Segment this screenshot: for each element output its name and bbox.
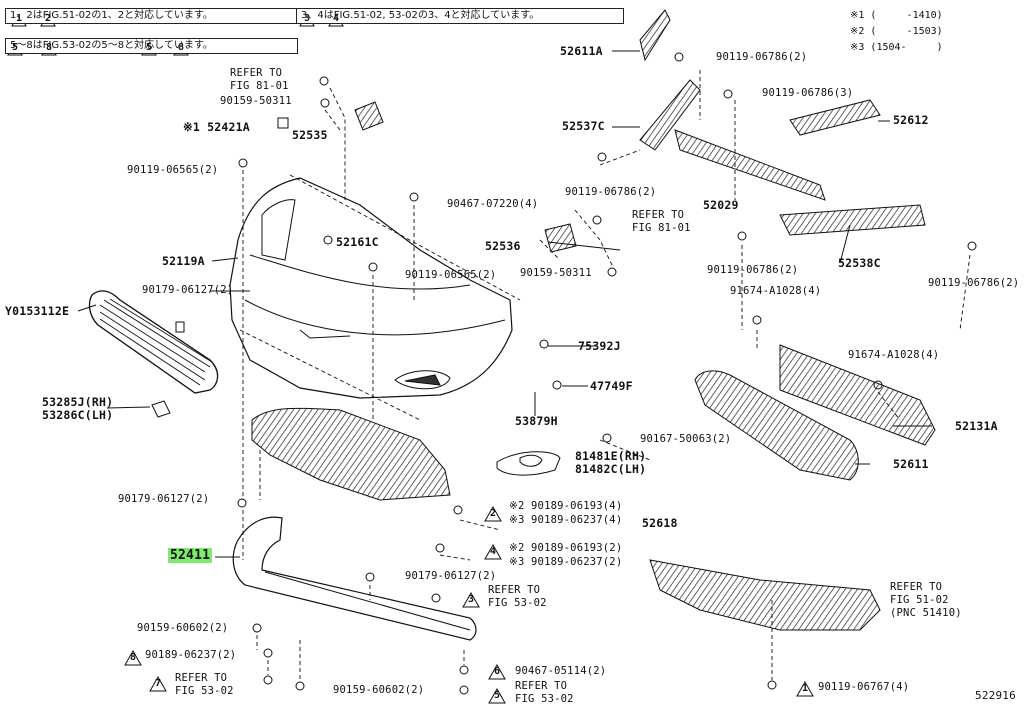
part-81481E[interactable]: 81481E(RH) xyxy=(575,449,647,463)
part-90179-06127-a[interactable]: 90179-06127(2) xyxy=(142,284,234,296)
part-52411[interactable]: 52411 xyxy=(168,548,213,563)
refer-fig-53-02-c[interactable]: REFER TO FIG 53-02 xyxy=(515,680,574,705)
fog-lamp-opening xyxy=(394,370,451,390)
engine-undercover-shape xyxy=(649,559,881,631)
part-90119-06786-d[interactable]: 90119-06786(2) xyxy=(707,264,799,276)
part-90159-60602-b[interactable]: 90159-60602(2) xyxy=(333,684,425,696)
figure-id: 522916 xyxy=(975,689,1016,702)
energy-absorber-shape xyxy=(694,370,859,481)
marker-4-note: 4 xyxy=(333,13,340,24)
part-52119A[interactable]: 52119A xyxy=(162,254,205,268)
marker-6: 6 xyxy=(494,666,501,677)
marker-2-note: 2 xyxy=(45,13,52,24)
part-52611A[interactable]: 52611A xyxy=(560,44,603,58)
part-90119-06767[interactable]: 90119-06767(4) xyxy=(818,681,910,693)
part-52029[interactable]: 52029 xyxy=(703,198,739,212)
part-52535[interactable]: 52535 xyxy=(292,128,328,142)
note-2: 3、4はFIG.51-02, 53-02の3、4と対応しています。 xyxy=(296,8,624,24)
part-53286C[interactable]: 53286C(LH) xyxy=(42,408,114,422)
part-Y0153112E[interactable]: Y0153112E xyxy=(5,304,70,318)
upper-retainer-shape xyxy=(639,79,701,151)
lower-grille-shape xyxy=(88,290,219,394)
front-spoiler-shape xyxy=(232,516,477,641)
part-52537C[interactable]: 52537C xyxy=(562,119,605,133)
part-90119-06786-b[interactable]: 90119-06786(3) xyxy=(762,87,854,99)
marker-3: 3 xyxy=(468,594,475,605)
legend-2: ※2 ( -1503) xyxy=(850,26,943,37)
part-52536[interactable]: 52536 xyxy=(485,239,521,253)
legend-3: ※3 (1504- ) xyxy=(850,42,943,53)
part-47749F[interactable]: 47749F xyxy=(590,379,633,393)
part-90119-06786-c[interactable]: 90119-06786(2) xyxy=(565,186,657,198)
part-53285J[interactable]: 53285J(RH) xyxy=(42,395,114,409)
marker-3-note: 3 xyxy=(304,13,311,24)
part-90159-50311-a[interactable]: 90159-50311 xyxy=(220,95,292,107)
lower-absorber-shape xyxy=(251,407,451,501)
part-90467-07220[interactable]: 90467-07220(4) xyxy=(447,198,539,210)
marker-8: 8 xyxy=(130,652,137,663)
legend-1: ※1 ( -1410) xyxy=(850,10,943,21)
marker-2: 2 xyxy=(490,508,497,519)
part-52131A[interactable]: 52131A xyxy=(955,419,998,433)
part-91674-a[interactable]: 91674-A1028(4) xyxy=(730,285,822,297)
part-81482C[interactable]: 81482C(LH) xyxy=(575,462,647,476)
marker-5-note-b: 5 xyxy=(146,42,153,53)
part-53879H[interactable]: 53879H xyxy=(515,414,558,428)
part-90159-50311-b[interactable]: 90159-50311 xyxy=(520,267,592,279)
part-90159-60602-a[interactable]: 90159-60602(2) xyxy=(137,622,229,634)
marker-8-note-b: 8 xyxy=(178,42,185,53)
part-52612[interactable]: 52612 xyxy=(893,113,929,127)
marker-7: 7 xyxy=(155,678,162,689)
refer-fig-53-02-a[interactable]: REFER TO FIG 53-02 xyxy=(488,584,547,609)
refer-fig-53-02-b[interactable]: REFER TO FIG 53-02 xyxy=(175,672,234,697)
part-90467-05114[interactable]: 90467-05114(2) xyxy=(515,665,607,677)
part-90189-06193-a[interactable]: ※2 90189-06193(4) xyxy=(509,500,623,512)
part-52618[interactable]: 52618 xyxy=(642,516,678,530)
part-52611[interactable]: 52611 xyxy=(893,457,929,471)
bumper-reinforcement-shape xyxy=(779,344,936,446)
refer-fig-51-02[interactable]: REFER TO FIG 51-02 (PNC 51410) xyxy=(890,581,962,619)
part-90189-06237-b[interactable]: ※3 90189-06237(2) xyxy=(509,556,623,568)
part-90189-06237-c[interactable]: 90189-06237(2) xyxy=(145,649,237,661)
part-90119-06786-a[interactable]: 90119-06786(2) xyxy=(716,51,808,63)
note-3: 5～8はFIG.53-02の5～8と対応しています。 xyxy=(5,38,298,54)
marker-1-note: 1 xyxy=(16,13,23,24)
marker-5: 5 xyxy=(494,690,501,701)
marker-5-note: 5 xyxy=(12,42,19,53)
part-90179-06127-b[interactable]: 90179-06127(2) xyxy=(118,493,210,505)
part-75392J[interactable]: 75392J xyxy=(578,339,621,353)
part-90119-06786-e[interactable]: 90119-06786(2) xyxy=(928,277,1020,289)
marker-4: 4 xyxy=(490,546,497,557)
refer-fig-81-01-b[interactable]: REFER TO FIG 81-01 xyxy=(632,209,691,234)
part-91674-b[interactable]: 91674-A1028(4) xyxy=(848,349,940,361)
marker-1: 1 xyxy=(802,683,809,694)
refer-fig-81-01-a[interactable]: REFER TO FIG 81-01 xyxy=(230,67,289,92)
part-90179-06127-c[interactable]: 90179-06127(2) xyxy=(405,570,497,582)
part-52161C[interactable]: 52161C xyxy=(336,235,379,249)
bumper-cover-shape xyxy=(229,177,513,399)
fog-bezel-shape xyxy=(496,451,561,476)
part-90189-06193-b[interactable]: ※2 90189-06193(2) xyxy=(509,542,623,554)
part-90119-06565-b[interactable]: 90119-06565(2) xyxy=(405,269,497,281)
part-90167-50063[interactable]: 90167-50063(2) xyxy=(640,433,732,445)
part-90189-06237-a[interactable]: ※3 90189-06237(4) xyxy=(509,514,623,526)
part-52411-highlight: 52411 xyxy=(168,548,213,563)
marker-8-note: 8 xyxy=(46,42,53,53)
part-52421A[interactable]: ※1 52421A xyxy=(183,120,250,134)
part-52538C[interactable]: 52538C xyxy=(838,256,881,270)
part-90119-06565-a[interactable]: 90119-06565(2) xyxy=(127,164,219,176)
